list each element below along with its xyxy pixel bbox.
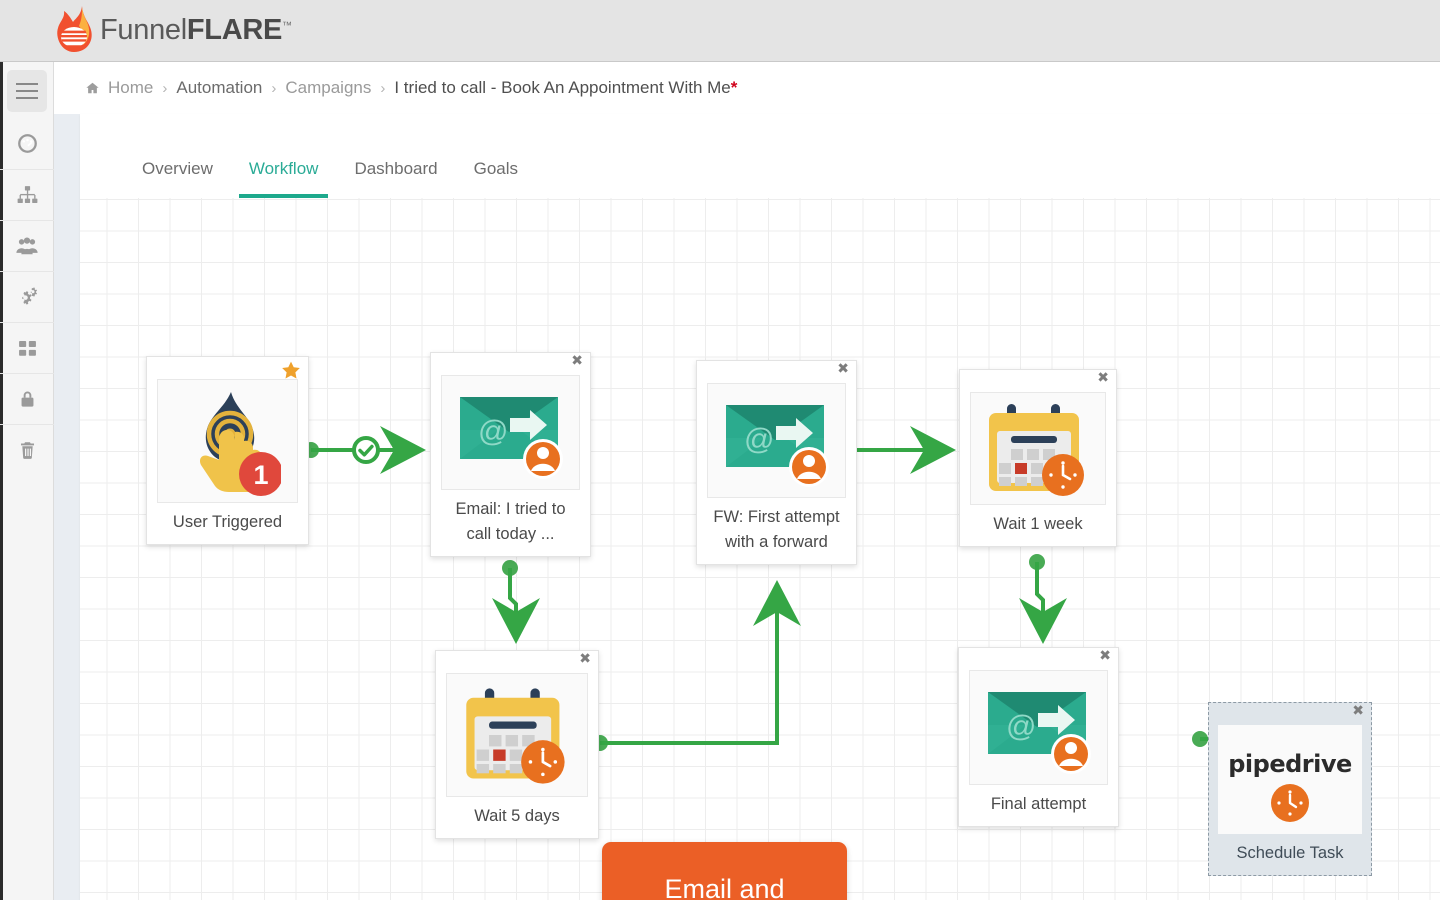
workflow-node-schedule-task[interactable]: ✖ pipedrive Schedule Task	[1208, 702, 1372, 876]
hamburger-line	[15, 83, 38, 85]
node-header: ✖	[697, 361, 856, 383]
node-artwork: @	[969, 670, 1108, 785]
sidebar-item-dashboard[interactable]	[0, 118, 54, 169]
gears-icon	[22, 287, 37, 305]
breadcrumb-bar: Home › Automation › Campaigns › I tried …	[54, 62, 1440, 114]
calendar-clock-icon	[466, 688, 565, 784]
tab-workflow[interactable]: Workflow	[231, 159, 337, 198]
close-icon[interactable]: ✖	[1352, 703, 1364, 719]
breadcrumb-current-campaign: I tried to call - Book An Appointment Wi…	[394, 78, 731, 97]
node-label: Schedule Task	[1236, 844, 1344, 862]
node-header: ✖	[959, 648, 1118, 670]
sidebar-item-contacts[interactable]	[0, 220, 54, 271]
pipedrive-clock-icon	[1271, 783, 1309, 822]
svg-text:@: @	[744, 423, 774, 456]
close-icon[interactable]: ✖	[571, 353, 583, 369]
app-header: FunnelFLARE™	[0, 0, 1440, 62]
brand-name-bold: FLARE	[186, 13, 283, 46]
tab-bar: Overview Workflow Dashboard Goals	[80, 114, 1440, 198]
workflow-node-wait-5-days[interactable]: ✖	[435, 650, 599, 839]
breadcrumb-campaigns[interactable]: Campaigns	[285, 78, 372, 97]
edge-condition-check-badge[interactable]	[352, 436, 380, 464]
tab-overview[interactable]: Overview	[142, 159, 213, 178]
node-artwork: @	[441, 375, 580, 490]
sidebar-item-apps[interactable]	[0, 322, 54, 373]
sidebar-item-security[interactable]	[0, 373, 54, 424]
workflow-node-email-i-tried-to-call[interactable]: ✖ @ Email: I tried to call today ...	[430, 352, 591, 557]
breadcrumb-separator: ›	[380, 79, 386, 97]
breadcrumb-separator: ›	[162, 79, 168, 97]
trademark-symbol: ™	[282, 19, 292, 31]
dashboard-gauge-icon	[17, 134, 37, 153]
hamburger-line	[15, 97, 38, 99]
node-header: ✖	[1209, 703, 1371, 725]
content-panel: Overview Workflow Dashboard Goals	[80, 114, 1440, 900]
node-label: User Triggered	[172, 513, 283, 531]
sidebar-item-sitemap[interactable]	[0, 169, 54, 220]
tab-goals[interactable]: Goals	[473, 159, 519, 178]
hamburger-menu-icon[interactable]	[6, 70, 47, 112]
node-label: FW: First attempt with a forward	[713, 508, 840, 551]
tab-dashboard[interactable]: Dashboard	[354, 159, 438, 178]
workflow-node-fw-first-attempt[interactable]: ✖ @ FW: First attempt with a forward	[696, 360, 857, 565]
node-artwork: 1	[157, 379, 298, 503]
brand-name-light: Funnel	[100, 13, 187, 46]
sitemap-icon	[17, 185, 37, 203]
unsaved-changes-marker: *	[730, 78, 738, 97]
breadcrumb: Home › Automation › Campaigns › I tried …	[85, 78, 737, 98]
workflow-canvas[interactable]: 1 User Triggered ✖ @	[80, 198, 1440, 900]
flame-logo-icon	[57, 6, 92, 52]
brand-name: FunnelFLARE™	[100, 14, 292, 47]
calendar-clock-icon	[989, 403, 1084, 496]
breadcrumb-home[interactable]: Home	[108, 78, 154, 97]
node-artwork: pipedrive	[1218, 725, 1362, 834]
email-send-icon: @	[987, 691, 1091, 774]
sidebar-item-trash[interactable]	[0, 424, 54, 475]
svg-text:@: @	[478, 415, 508, 448]
close-icon[interactable]: ✖	[579, 651, 591, 667]
trigger-flame-hand-icon: 1	[199, 392, 281, 496]
workflow-node-user-triggered[interactable]: 1 User Triggered	[146, 356, 309, 545]
pipedrive-logo-text: pipedrive	[1228, 749, 1352, 778]
node-label: Email: I tried to call today ...	[455, 500, 566, 543]
trash-icon	[20, 441, 34, 459]
node-label: Final attempt	[990, 795, 1087, 813]
close-icon[interactable]: ✖	[1097, 370, 1109, 386]
close-icon[interactable]: ✖	[1099, 648, 1111, 664]
star-icon[interactable]	[280, 360, 302, 381]
node-header	[147, 357, 308, 379]
close-icon[interactable]: ✖	[837, 361, 849, 377]
node-artwork	[970, 392, 1106, 505]
breadcrumb-automation[interactable]: Automation	[176, 78, 263, 97]
hamburger-line	[15, 90, 38, 92]
edge-wait1week-to-final[interactable]	[1019, 562, 1067, 644]
home-icon	[86, 82, 99, 94]
users-group-icon	[16, 237, 38, 255]
node-artwork: @	[707, 383, 846, 498]
edge-email-to-wait5[interactable]	[492, 568, 540, 644]
left-sidebar	[0, 62, 54, 900]
svg-text:@: @	[1006, 710, 1036, 743]
node-header: ✖	[960, 370, 1116, 392]
grid-apps-icon	[18, 340, 36, 356]
node-artwork	[446, 673, 588, 797]
trigger-count-badge: 1	[253, 460, 268, 490]
node-label: Wait 5 days	[474, 807, 560, 825]
email-send-icon: @	[725, 404, 829, 487]
breadcrumb-separator: ›	[271, 79, 277, 97]
node-header: ✖	[436, 651, 598, 673]
node-label: Wait 1 week	[993, 515, 1083, 533]
lock-icon	[21, 390, 33, 407]
callout-email-task-automation: Email and Task Automation	[602, 842, 847, 900]
workflow-node-final-attempt[interactable]: ✖ @ Final attempt	[958, 647, 1119, 827]
sidebar-item-settings[interactable]	[0, 271, 54, 322]
brand-logo[interactable]: FunnelFLARE™	[52, 4, 292, 56]
node-header: ✖	[431, 353, 590, 375]
edge-wait5-to-fw[interactable]	[600, 580, 801, 745]
workflow-node-wait-1-week[interactable]: ✖	[959, 369, 1117, 547]
email-send-icon: @	[459, 396, 563, 479]
